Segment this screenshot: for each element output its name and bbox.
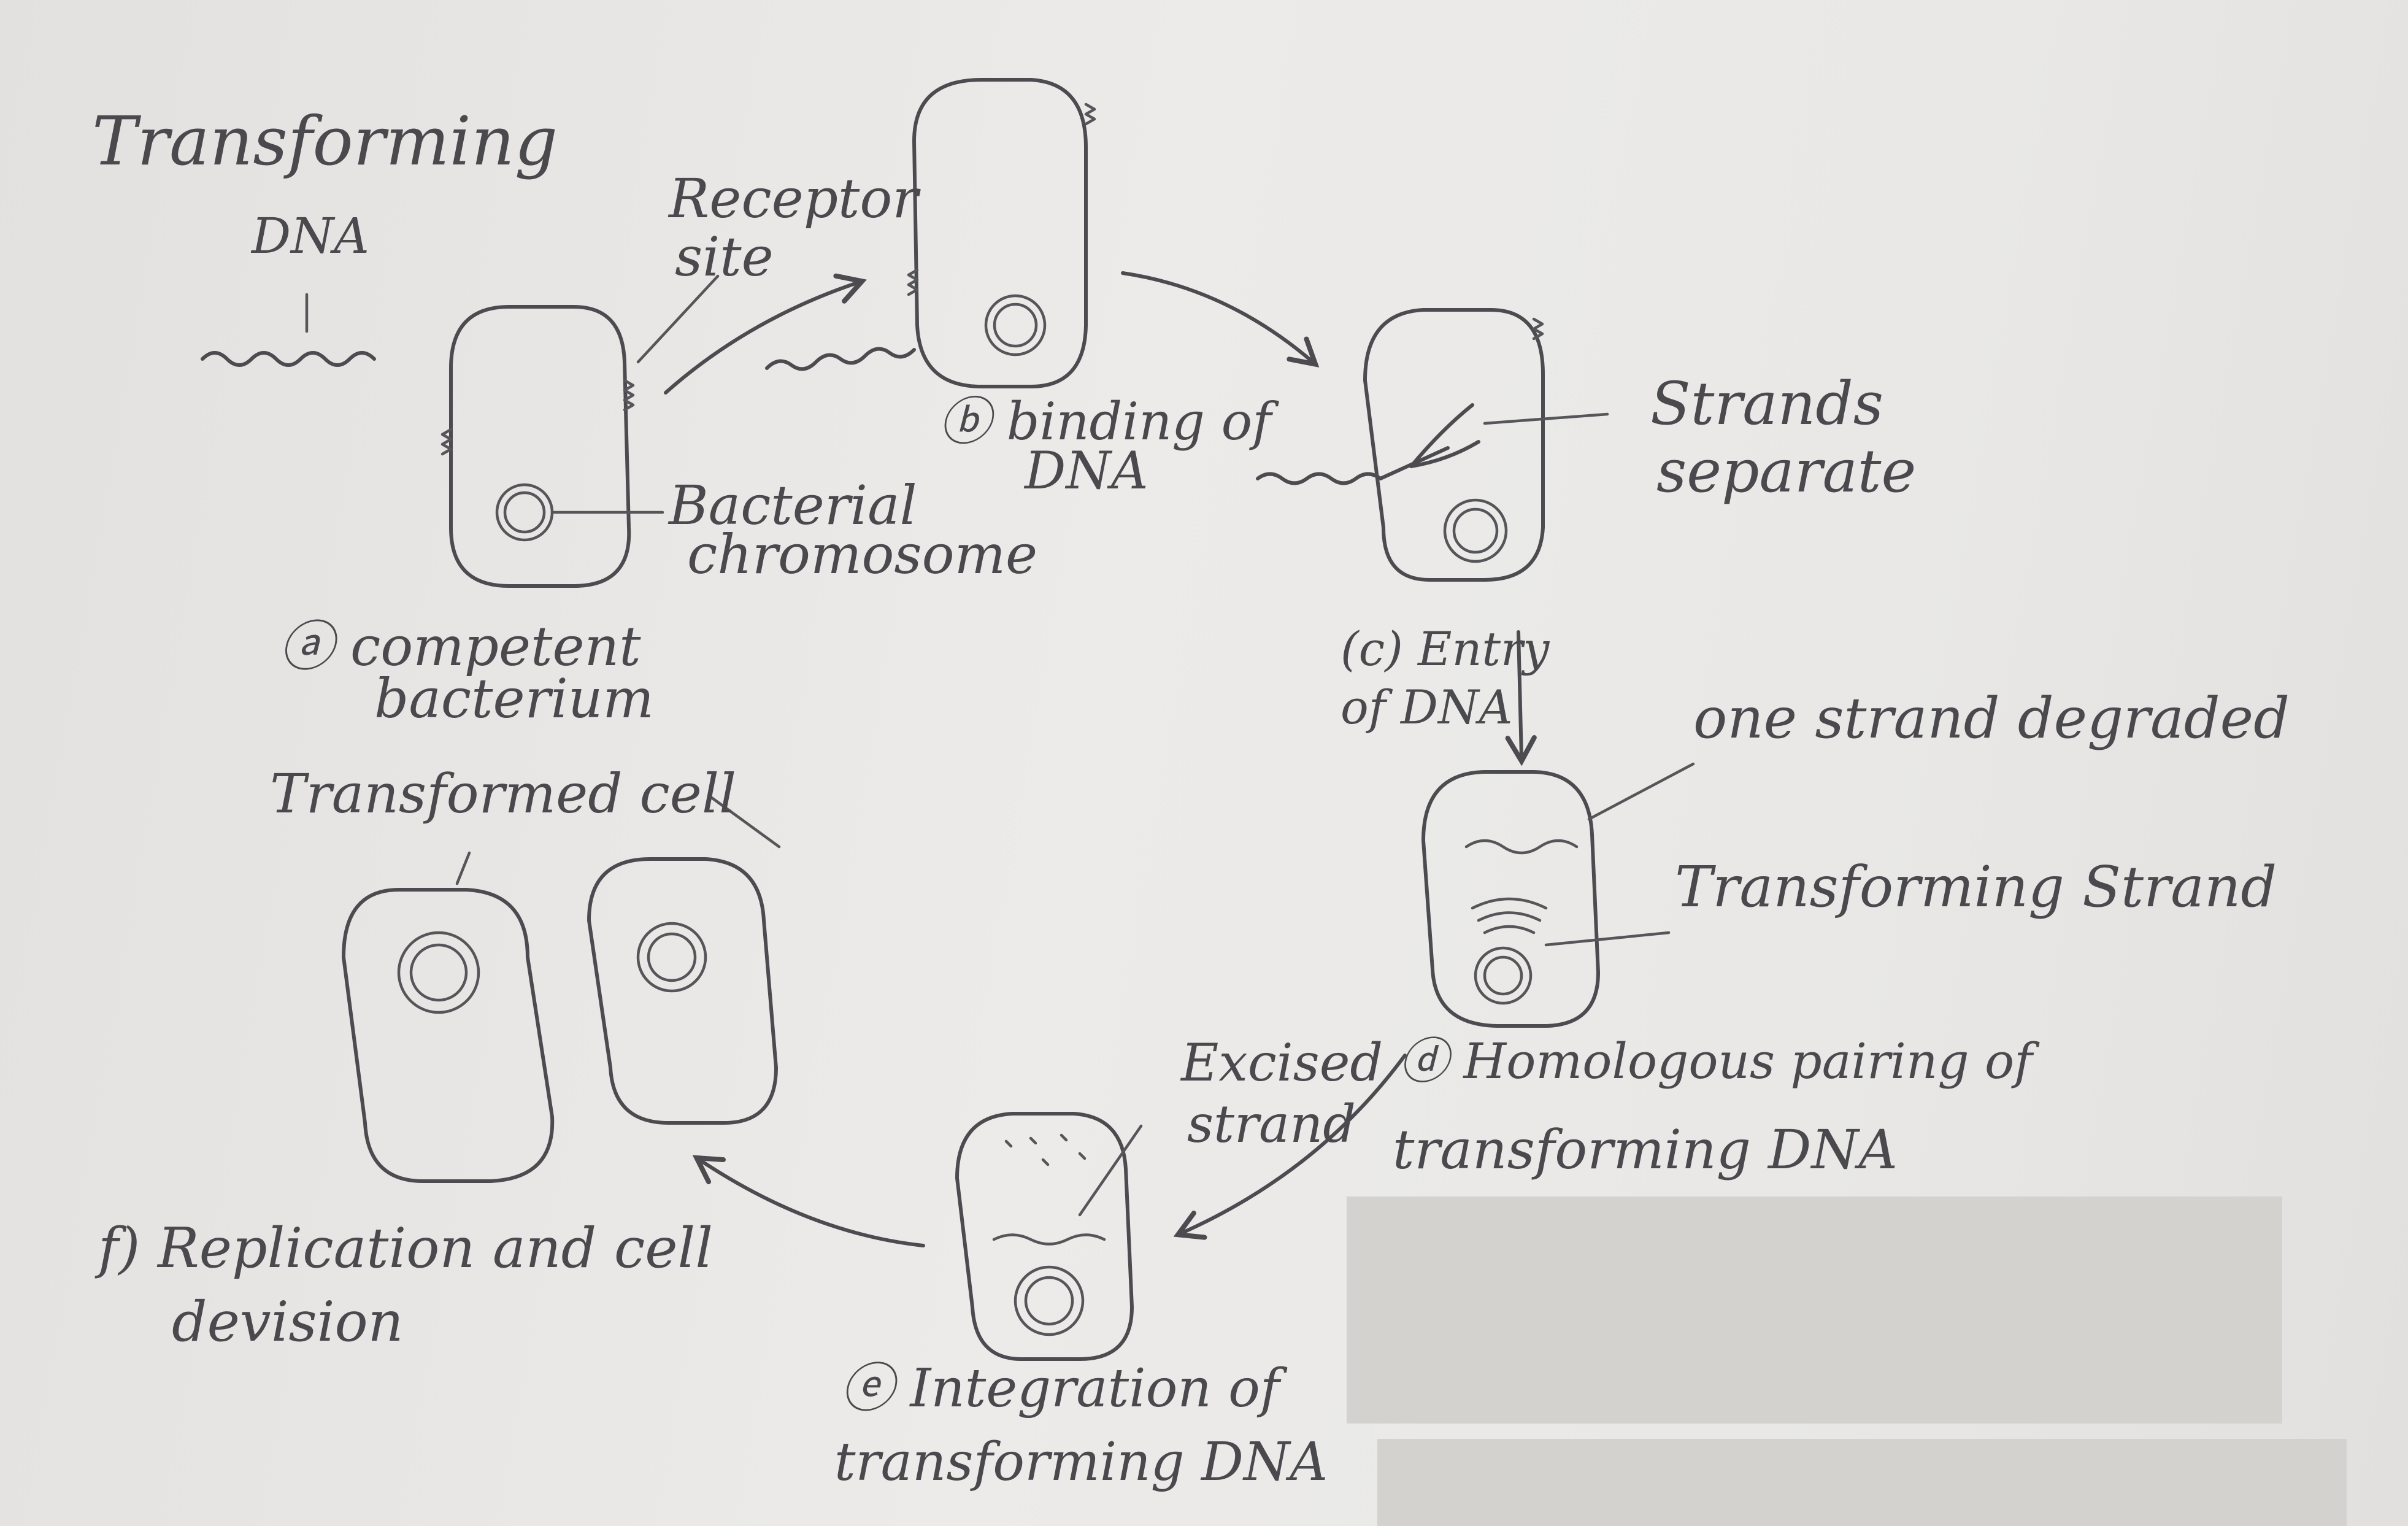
label-replication: f) Replication and cell [98,1216,714,1281]
label-devision: devision [172,1290,404,1354]
label-strands: Strands [1650,369,1884,438]
arrow-a-to-b [664,273,867,395]
masked-region [1347,1197,2282,1424]
cell-binding-of-dna [765,78,1096,388]
arrow-b-to-c [1121,271,1320,368]
label-homologous-pairing: ⓓ Homologous pairing of [1399,1033,2033,1090]
transforming-dna-strand [201,351,376,367]
label-excised: Excised [1181,1033,1383,1093]
label-site: site [675,225,774,288]
cell-homologous-pairing [1421,770,1600,1028]
cell-transformed-left [342,888,555,1183]
bound-dna [765,347,916,371]
label-excised-strand: strand [1187,1094,1356,1154]
label-receptor: Receptor [669,167,918,230]
label-transforming-strand: Transforming Strand [1675,854,2277,920]
label-binding-dna: DNA [1025,441,1148,501]
label-entry: (c) Entry [1341,622,1550,676]
cell-strands-separate [1256,308,1545,582]
label-competent: ⓐ competent [279,615,641,678]
label-dna: DNA [252,207,369,264]
label-bacterial: Bacterial [669,474,917,537]
label-one-strand-degraded: one strand degraded [1693,685,2290,751]
cell-competent-bacterium [440,305,635,588]
receptor-site-mark-left [440,428,453,456]
label-transforming: Transforming [92,102,558,180]
label-binding-of: ⓑ binding of [939,391,1272,452]
bacterial-chromosome-b [984,294,1047,356]
label-of-dna: of DNA [1341,680,1513,734]
label-bacterium: bacterium [374,667,654,730]
arrow-c-to-d [1505,630,1537,766]
receptor-site-mark [623,379,635,412]
arrow-d-to-e [1173,1054,1407,1240]
masked-region-lower [1377,1439,2347,1526]
cell-integration [955,1112,1134,1361]
arrow-e-to-f [692,1155,925,1247]
label-homologous-dna: transforming DNA [1393,1118,1898,1181]
label-transformed-cell: Transformed cell [270,762,737,825]
label-integration: ⓔ Integration of [840,1358,1280,1419]
label-separate: separate [1656,437,1917,506]
cell-transformed-right [587,857,778,1125]
label-integration-dna: transforming DNA [834,1432,1328,1493]
label-chromosome: chromosome [687,523,1038,586]
